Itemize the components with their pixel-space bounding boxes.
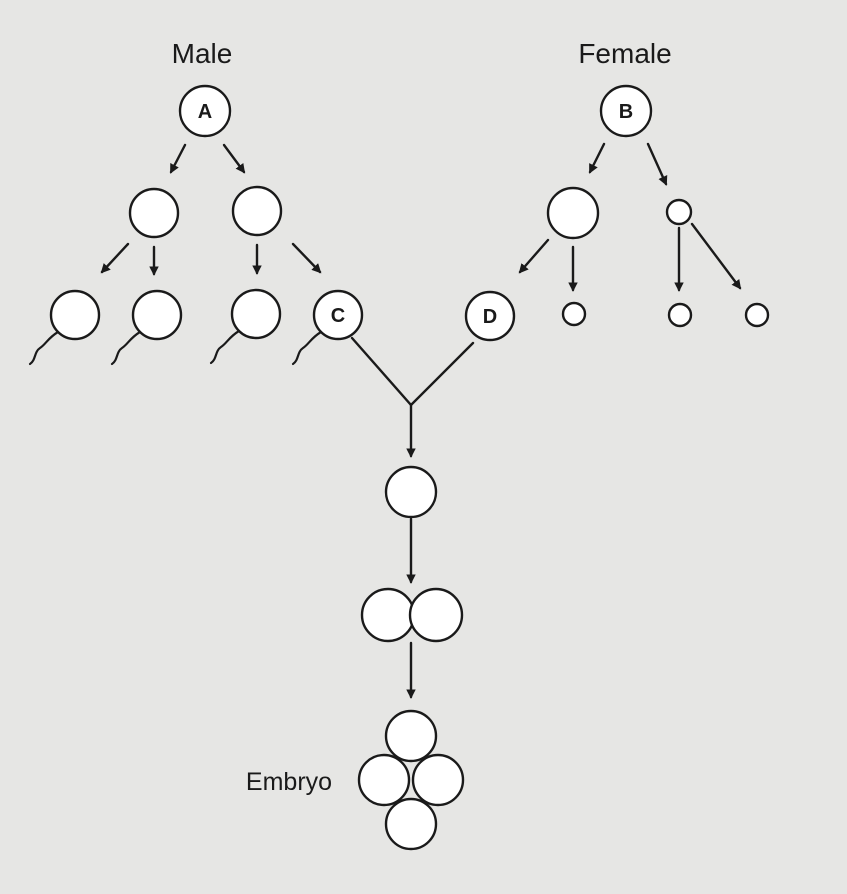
embryo-label: Embryo	[246, 768, 332, 796]
sperm-2	[110, 289, 183, 366]
male-label: Male	[172, 38, 233, 69]
zygote	[384, 465, 438, 519]
sperm-1	[28, 289, 101, 366]
embryo-cells	[357, 709, 465, 851]
polar-body-1	[665, 198, 693, 226]
female-label: Female	[578, 38, 671, 69]
polar-body-3	[667, 302, 693, 328]
cell-b: B	[599, 84, 653, 138]
development-path: Embryo	[246, 336, 475, 851]
cell-a-label: A	[198, 101, 212, 123]
cell-a: A	[178, 84, 232, 138]
cell-d: D	[464, 290, 516, 342]
arrow-m2-right	[291, 242, 322, 274]
female-lineage: B D	[464, 84, 770, 342]
cell-b-label: B	[619, 101, 633, 123]
secondary-oocyte	[546, 186, 600, 240]
sperm-3	[209, 288, 282, 365]
arrow-f1-left	[518, 238, 550, 274]
polar-body-4	[744, 302, 770, 328]
secondary-spermatocyte-left	[128, 187, 180, 239]
arrow-a-right	[222, 143, 246, 174]
cell-c: C	[291, 289, 364, 366]
polar-body-2	[561, 301, 587, 327]
arrow-b-left	[588, 142, 606, 174]
cell-c-label: C	[331, 305, 345, 327]
cell-d-label: D	[483, 306, 497, 328]
secondary-spermatocyte-right	[231, 185, 283, 237]
arrow-b-right	[646, 142, 668, 186]
male-lineage: A C	[28, 84, 364, 366]
arrow-a-left	[169, 143, 187, 174]
two-cell-stage	[360, 587, 464, 643]
arrow-m1-left	[100, 242, 130, 274]
fertilization-lines	[350, 336, 475, 407]
arrow-pb-right	[690, 222, 742, 290]
